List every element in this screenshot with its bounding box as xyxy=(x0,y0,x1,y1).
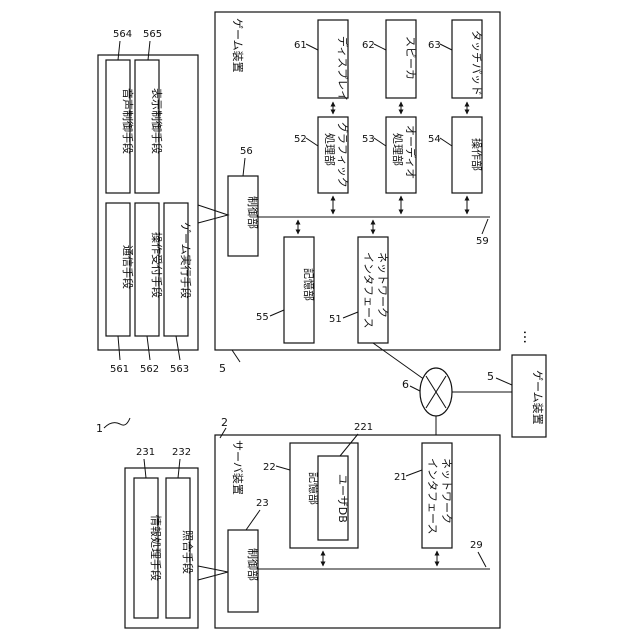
game-exec-ref: 563 xyxy=(170,364,189,375)
audio-ctrl-label: 音声制御手段 xyxy=(121,88,135,154)
speaker-label: スピーカ xyxy=(404,36,417,80)
display-ctrl-label: 表示制御手段 xyxy=(150,88,164,154)
info-proc-label: 情報処理手段 xyxy=(149,515,163,581)
server-storage-ref: 22 xyxy=(263,462,276,473)
server-title: サーバ装置 xyxy=(231,440,244,495)
server-control-label: 制御部 xyxy=(246,548,260,581)
game-device-ref: 5 xyxy=(219,362,226,375)
server-bus-ref: 29 xyxy=(470,540,483,551)
userdb-label: ユーザDB xyxy=(336,474,349,523)
graphic-ref: 52 xyxy=(294,134,307,145)
server-network-label-1: ネットワーク xyxy=(440,458,453,524)
graphic-label-1: グラフィック xyxy=(336,122,350,188)
server-network-ref: 21 xyxy=(394,472,407,483)
communication-ref: 561 xyxy=(110,364,129,375)
audio-label-1: オーディオ xyxy=(404,125,418,179)
display-ref: 61 xyxy=(294,40,307,51)
op-accept-label: 操作受付手段 xyxy=(150,232,164,298)
communication-label: 通信手段 xyxy=(121,245,135,289)
audio-ref: 53 xyxy=(362,134,375,145)
display-ctrl-ref: 565 xyxy=(143,29,162,40)
op-accept-ref: 562 xyxy=(140,364,159,375)
figure-ref: 1 xyxy=(96,422,103,435)
game-control-label: 制御部 xyxy=(246,196,260,229)
audio-label-2: 処理部 xyxy=(391,133,405,166)
operation-label: 操作部 xyxy=(470,138,484,171)
game-exec-label: ゲーム実行手段 xyxy=(179,222,193,299)
touchpad-label: タッチパッド xyxy=(470,30,483,96)
graphic-label-2: 処理部 xyxy=(323,133,337,166)
touchpad-ref: 63 xyxy=(428,40,441,51)
speaker-ref: 62 xyxy=(362,40,375,51)
matching-ref: 232 xyxy=(172,447,191,458)
other-game-device-ellipsis: … xyxy=(520,330,536,344)
game-control-ref: 56 xyxy=(240,146,253,157)
server-control-ref: 23 xyxy=(256,498,269,509)
userdb-ref: 221 xyxy=(354,422,373,433)
operation-ref: 54 xyxy=(428,134,441,145)
audio-ctrl-ref: 564 xyxy=(113,29,132,40)
game-device-title: ゲーム装置 xyxy=(231,18,244,73)
game-network-label-1: ネットワーク xyxy=(376,252,389,318)
network-ref: 6 xyxy=(402,378,409,391)
info-proc-ref: 231 xyxy=(136,447,155,458)
game-device-leader xyxy=(232,350,240,362)
game-network-ref: 51 xyxy=(329,314,342,325)
matching-label: 照合手段 xyxy=(181,530,195,574)
game-bus-ref: 59 xyxy=(476,236,489,247)
game-storage-ref: 55 xyxy=(256,312,269,323)
game-network-label-2: インタフェース xyxy=(362,252,375,328)
display-label: ディスプレイ xyxy=(336,36,350,101)
server-ref: 2 xyxy=(221,416,228,429)
game-storage-label: 記憶部 xyxy=(302,268,316,301)
server-network-label-2: インタフェース xyxy=(426,458,439,534)
other-game-device-label: ゲーム装置 xyxy=(531,370,544,425)
other-game-device-ref: 5 xyxy=(487,370,494,383)
